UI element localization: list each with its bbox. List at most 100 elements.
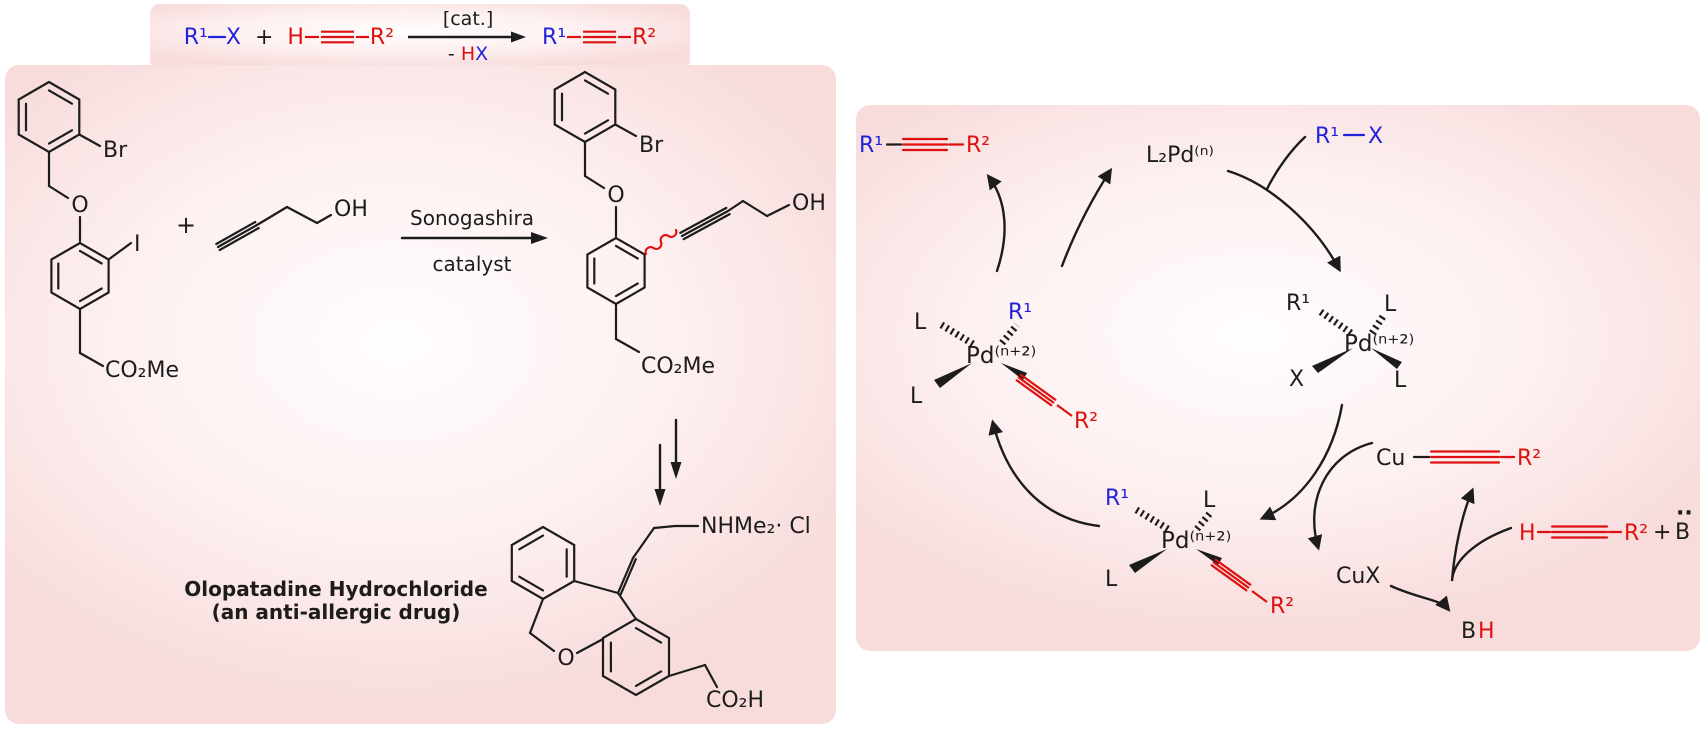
wedge-bond: [1196, 549, 1222, 565]
r2-label: R²: [632, 24, 657, 50]
hx-h: H: [460, 43, 476, 65]
drug-subtitle: (an anti-allergic drug): [212, 600, 461, 624]
arrow-top-label: Sonogashira: [410, 206, 534, 230]
olopatadine-structure: O NHMe₂· Cl CO₂H: [510, 514, 811, 713]
ligand-x: X: [1289, 367, 1304, 392]
benzene-ring: [586, 236, 646, 306]
wedge-bond: [1129, 549, 1167, 573]
r2-label: R²: [1517, 446, 1541, 471]
ligand-r1: R¹: [1105, 486, 1129, 511]
acetylide-triple-bond: [1210, 558, 1268, 603]
reaction-arrow-block: [cat.] - HX: [408, 10, 528, 64]
ester-label: CO₂Me: [641, 354, 715, 379]
ligand-l: L: [1203, 488, 1216, 513]
pd-center-label: Pd⁽ⁿ⁺²⁾: [1161, 528, 1231, 554]
reaction-arrow: [408, 31, 527, 43]
ligand-l: L: [914, 310, 927, 335]
ligand-l: L: [1394, 368, 1407, 393]
ligand-r1: R¹: [1008, 300, 1032, 325]
single-bond: [207, 35, 226, 39]
transmetalation-arrow: [1259, 403, 1344, 521]
br-label: Br: [639, 133, 664, 158]
amine-salt-label: NHMe₂· Cl: [701, 514, 811, 539]
coupled-product-structure: Br O OH CO₂Me: [553, 70, 826, 379]
ligand-r2: R²: [1270, 594, 1294, 619]
triple-bond: [304, 30, 369, 44]
new-bond-squiggle: [644, 228, 678, 256]
ligand-l: L: [910, 384, 923, 409]
ligand-l: L: [1384, 292, 1397, 317]
multi-step-arrows: [654, 418, 682, 506]
h-label: H: [1478, 619, 1495, 644]
cycle-arrows: [986, 135, 1513, 612]
catalytic-cycle-panel: R¹ R² L₂Pd⁽ⁿ⁾ R¹ X: [856, 105, 1700, 651]
catalytic-cycle-drawing: R¹ R² L₂Pd⁽ⁿ⁾ R¹ X: [859, 124, 1693, 644]
aryl-halide-formula: R¹ X: [184, 25, 241, 50]
isomerization-arrow: [988, 419, 1101, 528]
ligand-r2: R²: [1074, 409, 1098, 434]
protonated-base-formula: B H: [1461, 619, 1495, 644]
r2-label: R²: [1624, 521, 1648, 546]
benzene-ring: [553, 70, 617, 144]
ether-o-label: O: [607, 183, 624, 208]
catalyst-label: [cat.]: [442, 8, 494, 30]
plus-sign: +: [254, 24, 274, 50]
ligand-l: L: [1105, 567, 1118, 592]
oh-label: OH: [792, 191, 826, 216]
drug-name: Olopatadine Hydrochloride: [184, 577, 487, 601]
benzene-ring: [601, 617, 671, 697]
r2-label: R²: [966, 133, 990, 158]
cis-acetylide-complex: Pd⁽ⁿ⁺²⁾ R¹ L L R²: [1105, 486, 1294, 619]
cycle-product-formula: R¹ R²: [859, 133, 990, 158]
oxidative-addition-complex: Pd⁽ⁿ⁺²⁾ R¹ L X L: [1286, 291, 1414, 393]
wedge-bond: [1371, 348, 1402, 369]
iodine-bond: [107, 241, 133, 261]
br-label: Br: [103, 138, 128, 163]
arrow-bottom-label: catalyst: [432, 252, 511, 276]
acetylide-triple-bond: [1015, 373, 1073, 417]
pd0-catalyst-label: L₂Pd⁽ⁿ⁾: [1146, 143, 1214, 168]
ligand-r1: R¹: [1286, 291, 1310, 316]
h-label: H: [287, 24, 304, 50]
butynol-structure: OH: [215, 197, 368, 252]
wedge-bond: [1312, 348, 1353, 373]
plus-sign: +: [176, 211, 196, 239]
r1-label: R¹: [183, 24, 208, 50]
cux-label: CuX: [1336, 564, 1380, 589]
aryl-halide-formula: R¹ X: [1315, 124, 1383, 149]
triple-bond: [567, 30, 632, 44]
base-label: B: [1675, 520, 1690, 545]
hashed-bond: [1369, 313, 1387, 335]
exocyclic-double-bond: [616, 556, 635, 595]
hashed-bond: [938, 321, 975, 347]
ether-o-label: O: [71, 193, 88, 218]
copper-acetylide-formula: Cu R²: [1376, 446, 1541, 471]
byproduct-label: - HX: [448, 45, 488, 64]
hashed-bond: [1315, 307, 1354, 336]
lone-pair-dots: ··: [1676, 501, 1693, 526]
terminal-alkyne-formula: H R²: [287, 25, 394, 50]
hashed-bond: [1133, 506, 1170, 532]
x-label: X: [225, 24, 241, 50]
minus-sign: -: [447, 43, 461, 65]
pd-center-label: Pd⁽ⁿ⁺²⁾: [966, 343, 1036, 369]
alkyne-plus-base-formula: H R² + B ··: [1519, 501, 1693, 546]
sonogashira-arrow: Sonogashira catalyst: [400, 206, 548, 276]
aryl-iodide-structure: Br O I CO₂Me: [17, 80, 179, 383]
wedge-bond: [934, 363, 972, 388]
hashed-bond: [1194, 509, 1214, 532]
plus-sign: +: [1653, 520, 1671, 545]
alkyne-deprotonation-arrow: [1450, 487, 1513, 582]
r1-label: R¹: [859, 133, 883, 158]
hx-x: X: [475, 43, 489, 65]
bh-release-arrow: [1389, 584, 1451, 612]
h-label: H: [1519, 521, 1536, 546]
r2-label: R²: [369, 24, 395, 50]
benzene-ring: [50, 241, 110, 311]
ester-label: CO₂Me: [105, 358, 179, 383]
iodine-label: I: [134, 232, 141, 257]
r1-label: R¹: [1315, 124, 1339, 149]
oh-label: OH: [334, 197, 368, 222]
